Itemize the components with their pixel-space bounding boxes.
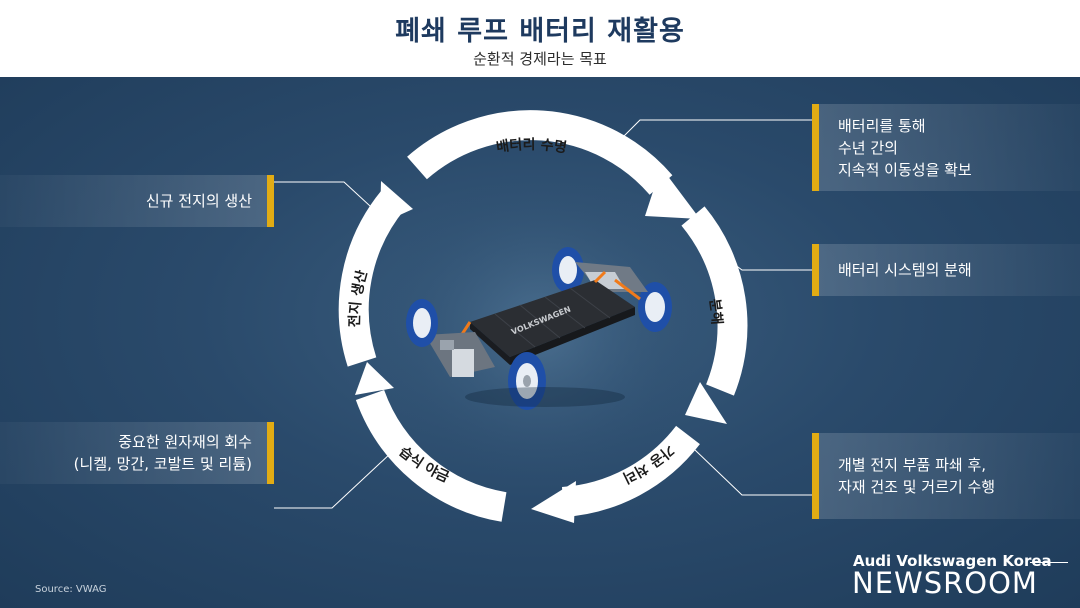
front-right-wheel xyxy=(508,352,546,410)
box-text: 신규 전지의 생산 xyxy=(145,192,252,210)
brand-line: Audi Volkswagen Korea xyxy=(853,552,1052,570)
accent-bar xyxy=(812,433,819,519)
arrowhead-left xyxy=(380,181,413,224)
source-credit: Source: VWAG xyxy=(35,584,107,595)
brand-divider xyxy=(1030,562,1068,563)
box-disassembly: 배터리 시스템의 분해 xyxy=(812,244,1080,296)
cycle-diagram: 배터리 수명 분해 가공 처리 습식 야금 전지 생산 xyxy=(274,77,812,523)
connector-left-bottom xyxy=(274,451,393,509)
box-text: 개별 전지 부품 파쇄 후, 자재 건조 및 거르기 수행 xyxy=(838,456,996,496)
box-text: 중요한 원자재의 회수 (니켈, 망간, 코발트 및 리튬) xyxy=(73,433,252,473)
cycle-label-right: 분해 xyxy=(706,298,725,326)
accent-bar xyxy=(267,422,274,484)
box-new-cell-production: 신규 전지의 생산 xyxy=(0,175,274,227)
box-text: 배터리를 통해 수년 간의 지속적 이동성을 확보 xyxy=(838,116,972,179)
accent-bar xyxy=(267,175,274,227)
front-left-wheel xyxy=(406,299,438,347)
accent-bar xyxy=(812,104,819,191)
page-subtitle: 순환적 경제라는 목표 xyxy=(473,50,607,68)
box-battery-life: 배터리를 통해 수년 간의 지속적 이동성을 확보 xyxy=(812,104,1080,191)
header: 폐쇄 루프 배터리 재활용 순환적 경제라는 목표 xyxy=(0,0,1080,77)
box-processing: 개별 전지 부품 파쇄 후, 자재 건조 및 거르기 수행 xyxy=(812,433,1080,519)
connector-right-bottom xyxy=(694,449,812,496)
rear-right-wheel xyxy=(638,282,672,332)
arrowhead-bottom-left xyxy=(355,362,394,395)
box-raw-material-recovery: 중요한 원자재의 회수 (니켈, 망간, 코발트 및 리튬) xyxy=(0,422,274,484)
cycle-label-top: 배터리 수명 xyxy=(495,137,568,156)
arrowhead-right xyxy=(685,382,727,424)
arrow-heads xyxy=(355,167,727,523)
rear-left-wheel xyxy=(552,247,584,293)
box-text: 배터리 시스템의 분해 xyxy=(838,261,972,279)
arrowhead-bottom-right xyxy=(531,481,576,523)
accent-bar xyxy=(812,244,819,296)
ev-chassis-illustration: VOLKSWAGEN xyxy=(406,247,672,410)
diagram-stage: 배터리 수명 분해 가공 처리 습식 야금 전지 생산 xyxy=(0,77,1080,608)
page-title: 폐쇄 루프 배터리 재활용 xyxy=(395,16,685,47)
connector-left-top xyxy=(274,181,383,218)
brand-logo-newsroom: NEWSROOM xyxy=(852,566,1038,600)
battery-pack xyxy=(470,280,635,357)
arrowhead-top xyxy=(645,167,700,219)
